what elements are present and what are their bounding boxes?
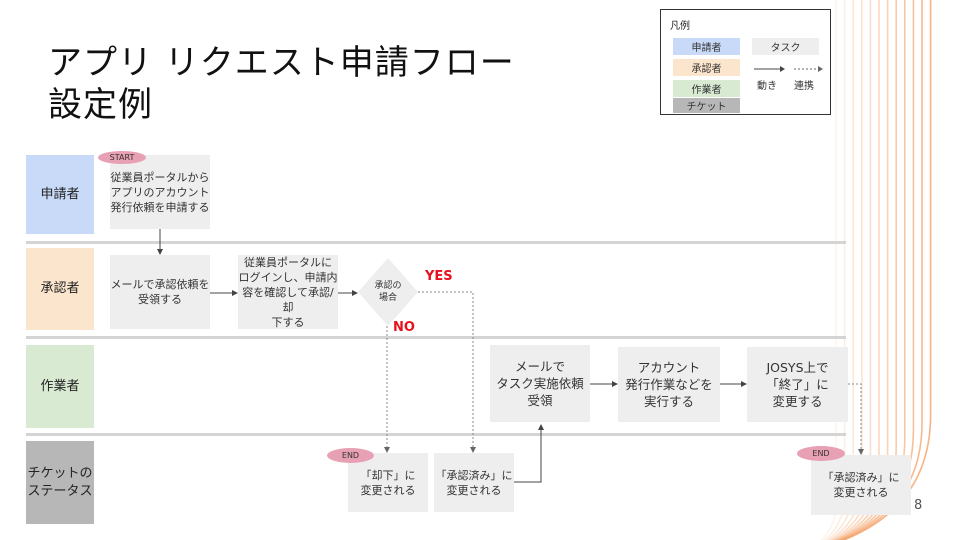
- legend-role-ticket: チケット: [673, 98, 740, 113]
- status-approved: 「承認済み」に 変更される: [434, 453, 514, 512]
- lane-divider: [26, 241, 846, 244]
- yes-label: YES: [425, 269, 453, 284]
- page-number: 8: [914, 498, 923, 513]
- no-label: NO: [393, 320, 415, 335]
- arrow-yes-to-approved: [418, 291, 476, 453]
- legend-role-worker: 作業者: [673, 80, 740, 97]
- decorative-line: [839, 0, 915, 540]
- legend-dotted-arrow-head: [818, 66, 823, 72]
- arrow-approved-to-task: [514, 424, 544, 483]
- page-title: アプリ リクエスト申請フロー 設定例: [48, 43, 515, 125]
- legend-title: 凡例: [670, 21, 690, 32]
- legend: 凡例 申請者 承認者 作業者 チケット タスク 動き 連携: [660, 9, 831, 115]
- legend-link-label: 連携: [794, 80, 814, 92]
- decision-diamond: [358, 258, 418, 326]
- decorative-line: [837, 0, 906, 540]
- lane-divider: [26, 336, 846, 339]
- lane-applicant: 申請者: [26, 155, 94, 234]
- status-rejected: 「却下」に 変更される: [348, 453, 428, 512]
- arrow-close-to-final: [848, 383, 864, 455]
- step-review: 従業員ポータルに ログインし、申請内 容を確認して承認/却 下する: [238, 255, 338, 329]
- lane-approver: 承認者: [26, 248, 94, 330]
- step-close: JOSYS上で 「終了」に 変更する: [747, 347, 848, 422]
- end-marker: END: [327, 448, 374, 463]
- step-apply: 従業員ポータルから アプリのアカウント 発行依頼を申請する: [110, 155, 210, 229]
- start-marker: START: [98, 151, 146, 164]
- legend-arrows: [754, 66, 823, 72]
- lane-divider: [26, 433, 846, 436]
- step-receive-task: メールで タスク実施依頼 受領: [490, 345, 590, 422]
- legend-solid-arrow-head: [780, 66, 785, 72]
- lane-worker: 作業者: [26, 345, 94, 428]
- legend-role-applicant: 申請者: [673, 38, 740, 55]
- legend-role-approver: 承認者: [673, 59, 740, 76]
- lane-ticket-status: チケットの ステータス: [26, 441, 94, 524]
- status-approved-final: 「承認済み」に 変更される: [811, 455, 911, 515]
- decision-label: 承認の 場合: [374, 281, 402, 303]
- step-execute: アカウント 発行作業などを 実行する: [618, 347, 720, 422]
- end-marker: END: [797, 446, 845, 461]
- step-receive-request: メールで承認依頼を 受領する: [110, 255, 210, 329]
- legend-move-label: 動き: [757, 80, 777, 92]
- legend-task: タスク: [752, 38, 819, 55]
